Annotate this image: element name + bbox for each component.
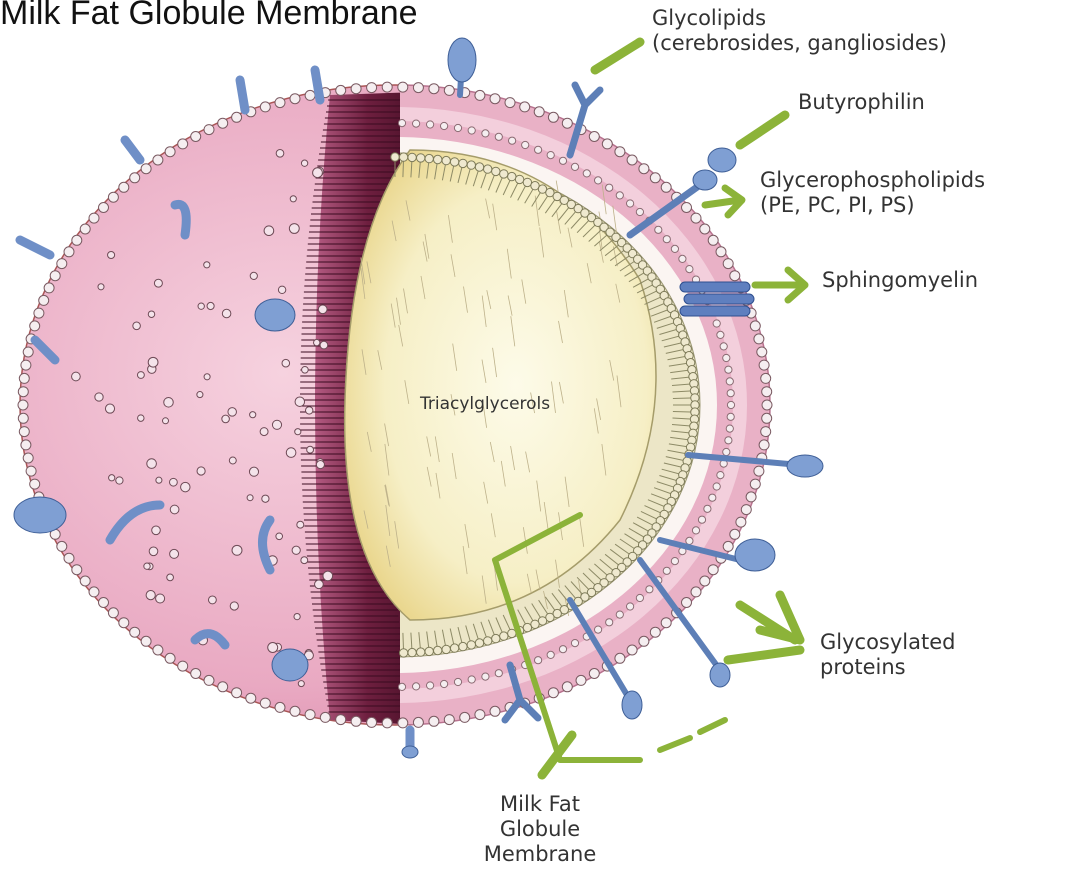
label-glycerophospholipids-line2: (PE, PC, PI, PS) bbox=[760, 193, 985, 218]
label-glycolipids-line2: (cerebrosides, gangliosides) bbox=[652, 31, 947, 56]
label-glycosylated-line2: proteins bbox=[820, 655, 956, 680]
label-mfgm-line2: Globule bbox=[470, 817, 610, 842]
label-glycolipids-line1: Glycolipids bbox=[652, 6, 947, 31]
label-mfgm-line1: Milk Fat bbox=[470, 792, 610, 817]
label-glycolipids: Glycolipids (cerebrosides, gangliosides) bbox=[652, 6, 947, 56]
sphingomyelin-cluster bbox=[680, 282, 754, 316]
label-glycosylated-proteins: Glycosylated proteins bbox=[820, 630, 956, 680]
glycosylated-proteins-arrow bbox=[740, 595, 800, 640]
label-mfgm-line3: Membrane bbox=[470, 842, 610, 867]
label-glycosylated-line1: Glycosylated bbox=[820, 630, 956, 655]
diagram-title: Milk Fat Globule Membrane bbox=[0, 0, 418, 33]
butyrophilin-arrow bbox=[740, 115, 785, 145]
glycolipids-arrow bbox=[595, 42, 640, 70]
label-butyrophilin: Butyrophilin bbox=[798, 90, 925, 115]
label-mfgm: Milk Fat Globule Membrane bbox=[470, 792, 610, 867]
glycerophospholipids-arrow bbox=[705, 188, 742, 215]
label-triacylglycerols: Triacylglycerols bbox=[420, 392, 550, 417]
label-glycerophospholipids: Glycerophospholipids (PE, PC, PI, PS) bbox=[760, 168, 985, 218]
sphingomyelin-arrow bbox=[755, 270, 805, 300]
label-sphingomyelin: Sphingomyelin bbox=[822, 268, 978, 293]
label-glycerophospholipids-line1: Glycerophospholipids bbox=[760, 168, 985, 193]
